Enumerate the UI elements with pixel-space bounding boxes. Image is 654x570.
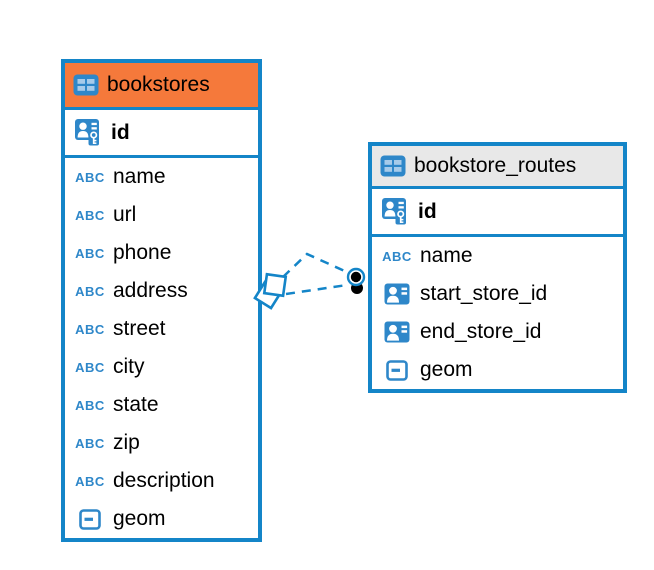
column-label: id	[418, 199, 437, 223]
column-label: id	[111, 120, 130, 144]
column-row-name[interactable]: ABC name	[65, 158, 258, 196]
table-bookstore-routes-header[interactable]: bookstore_routes	[372, 146, 623, 189]
relationship-line-1	[282, 252, 350, 278]
table-bookstores-header[interactable]: bookstores	[65, 63, 258, 110]
column-row-city[interactable]: ABC city	[65, 348, 258, 386]
column-row-url[interactable]: ABC url	[65, 196, 258, 234]
text-type-icon: ABC	[75, 359, 105, 375]
one-end-dot-marker	[346, 267, 366, 294]
column-row-geom[interactable]: geom	[372, 351, 623, 389]
primary-key-icon	[71, 118, 105, 147]
column-list: ABC name ABC url ABC phone ABC address A…	[65, 158, 258, 538]
column-label: street	[113, 317, 166, 340]
reference-type-icon	[380, 321, 414, 343]
geometry-type-icon	[380, 359, 414, 381]
column-row-id[interactable]: id	[65, 110, 258, 158]
column-row-zip[interactable]: ABC zip	[65, 424, 258, 462]
column-label: geom	[113, 507, 166, 530]
text-type-icon: ABC	[75, 207, 105, 223]
column-label: zip	[113, 431, 140, 454]
text-type-icon: ABC	[75, 283, 105, 299]
column-row-id[interactable]: id	[372, 189, 623, 237]
column-label: description	[113, 469, 215, 492]
column-label: url	[113, 203, 137, 226]
table-icon	[71, 74, 101, 96]
text-type-icon: ABC	[75, 473, 105, 489]
column-label: name	[113, 165, 166, 188]
reference-type-icon	[380, 283, 414, 305]
table-title: bookstore_routes	[414, 154, 577, 177]
text-type-icon: ABC	[382, 248, 412, 264]
text-type-icon: ABC	[75, 169, 105, 185]
column-row-address[interactable]: ABC address	[65, 272, 258, 310]
column-row-street[interactable]: ABC street	[65, 310, 258, 348]
column-label: address	[113, 279, 188, 302]
text-type-icon: ABC	[75, 321, 105, 337]
table-bookstore-routes[interactable]: bookstore_routes id ABC name start_store…	[368, 142, 627, 393]
column-label: end_store_id	[420, 320, 542, 343]
text-type-icon: ABC	[75, 245, 105, 261]
column-row-name[interactable]: ABC name	[372, 237, 623, 275]
column-label: state	[113, 393, 159, 416]
column-label: city	[113, 355, 145, 378]
table-title: bookstores	[107, 73, 210, 96]
text-type-icon: ABC	[75, 397, 105, 413]
table-icon	[378, 155, 408, 177]
column-label: phone	[113, 241, 172, 264]
column-label: name	[420, 244, 473, 267]
geometry-type-icon	[73, 508, 107, 530]
text-type-icon: ABC	[75, 435, 105, 451]
column-row-end-store-id[interactable]: end_store_id	[372, 313, 623, 351]
column-row-start-store-id[interactable]: start_store_id	[372, 275, 623, 313]
relationship-line-2	[285, 283, 348, 296]
column-label: start_store_id	[420, 282, 548, 305]
column-list: ABC name start_store_id end_store_id ge	[372, 237, 623, 389]
primary-key-icon	[378, 197, 412, 226]
column-row-phone[interactable]: ABC phone	[65, 234, 258, 272]
table-bookstores[interactable]: bookstores id ABC name ABC url ABC phone…	[61, 59, 262, 542]
column-row-state[interactable]: ABC state	[65, 386, 258, 424]
column-row-description[interactable]: ABC description	[65, 462, 258, 500]
column-row-geom[interactable]: geom	[65, 500, 258, 538]
column-label: geom	[420, 358, 473, 381]
